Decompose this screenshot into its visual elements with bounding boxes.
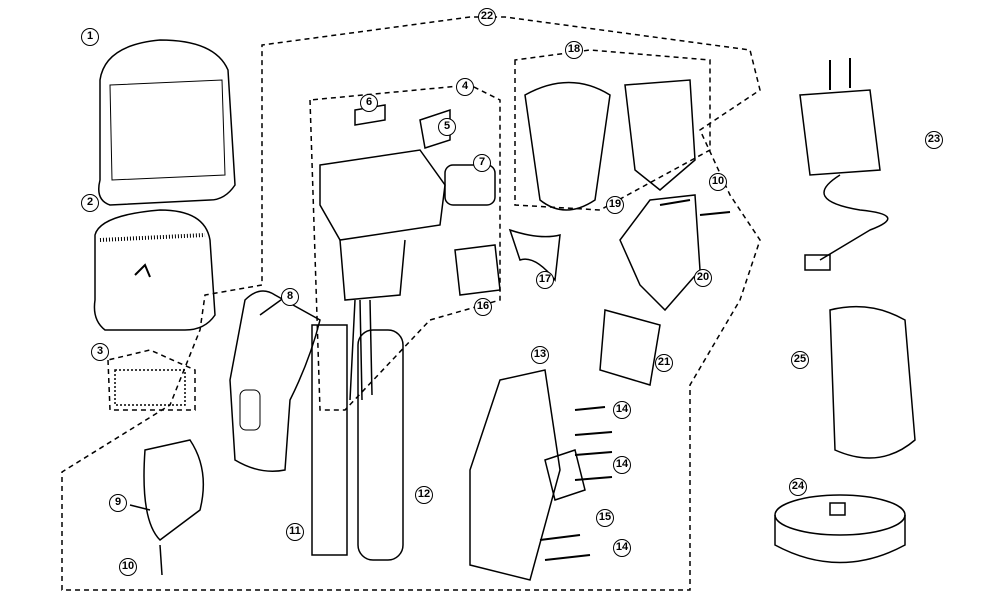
callout-14-c: 14 <box>613 539 631 557</box>
callout-21: 21 <box>655 354 673 372</box>
assembly-22-dashed-outline <box>61 16 761 591</box>
button-plate <box>599 309 661 386</box>
frame-with-foil <box>93 209 216 331</box>
callout-16: 16 <box>474 298 492 316</box>
callout-4: 4 <box>456 78 474 96</box>
battery <box>357 329 404 561</box>
callout-13: 13 <box>531 346 549 364</box>
inner-blades <box>114 369 186 406</box>
callout-6: 6 <box>360 94 378 112</box>
callout-25: 25 <box>791 351 809 369</box>
assembly-4-dashed-outline <box>309 84 501 411</box>
assembly-3-dashed-outline <box>107 349 196 411</box>
motor-block <box>319 149 446 241</box>
motor-cushion <box>444 164 496 206</box>
callout-24: 24 <box>789 478 807 496</box>
callout-2: 2 <box>81 194 99 212</box>
rear-housing <box>469 369 561 581</box>
callout-10-bottom: 10 <box>119 558 137 576</box>
ac-adapter <box>799 89 881 176</box>
callout-17: 17 <box>536 271 554 289</box>
lever <box>508 228 561 282</box>
callout-3: 3 <box>91 343 109 361</box>
callout-10-top: 10 <box>709 173 727 191</box>
screw <box>159 544 163 576</box>
front-housing <box>229 290 321 472</box>
adapter-plug <box>804 254 831 271</box>
switch-block <box>619 194 701 312</box>
pouch <box>829 305 916 459</box>
callout-19: 19 <box>606 196 624 214</box>
callout-9: 9 <box>109 494 127 512</box>
switch-part <box>544 449 586 501</box>
trimmer-cover <box>143 439 205 541</box>
assembly-18-dashed-outline <box>514 49 711 211</box>
frame-panel <box>624 79 696 191</box>
callout-20: 20 <box>694 269 712 287</box>
callout-15: 15 <box>596 509 614 527</box>
callout-12: 12 <box>415 486 433 504</box>
callout-14-a: 14 <box>613 401 631 419</box>
callout-5: 5 <box>438 118 456 136</box>
lock-spring <box>454 244 501 296</box>
callout-11: 11 <box>286 523 304 541</box>
callout-18: 18 <box>565 41 583 59</box>
back-panel <box>524 81 611 211</box>
callout-22: 22 <box>478 8 496 26</box>
circuit-board <box>311 324 348 556</box>
callout-7: 7 <box>473 154 491 172</box>
callout-14-b: 14 <box>613 456 631 474</box>
outer-cap <box>98 39 236 206</box>
callout-8: 8 <box>281 288 299 306</box>
callout-1: 1 <box>81 28 99 46</box>
callout-23: 23 <box>925 131 943 149</box>
